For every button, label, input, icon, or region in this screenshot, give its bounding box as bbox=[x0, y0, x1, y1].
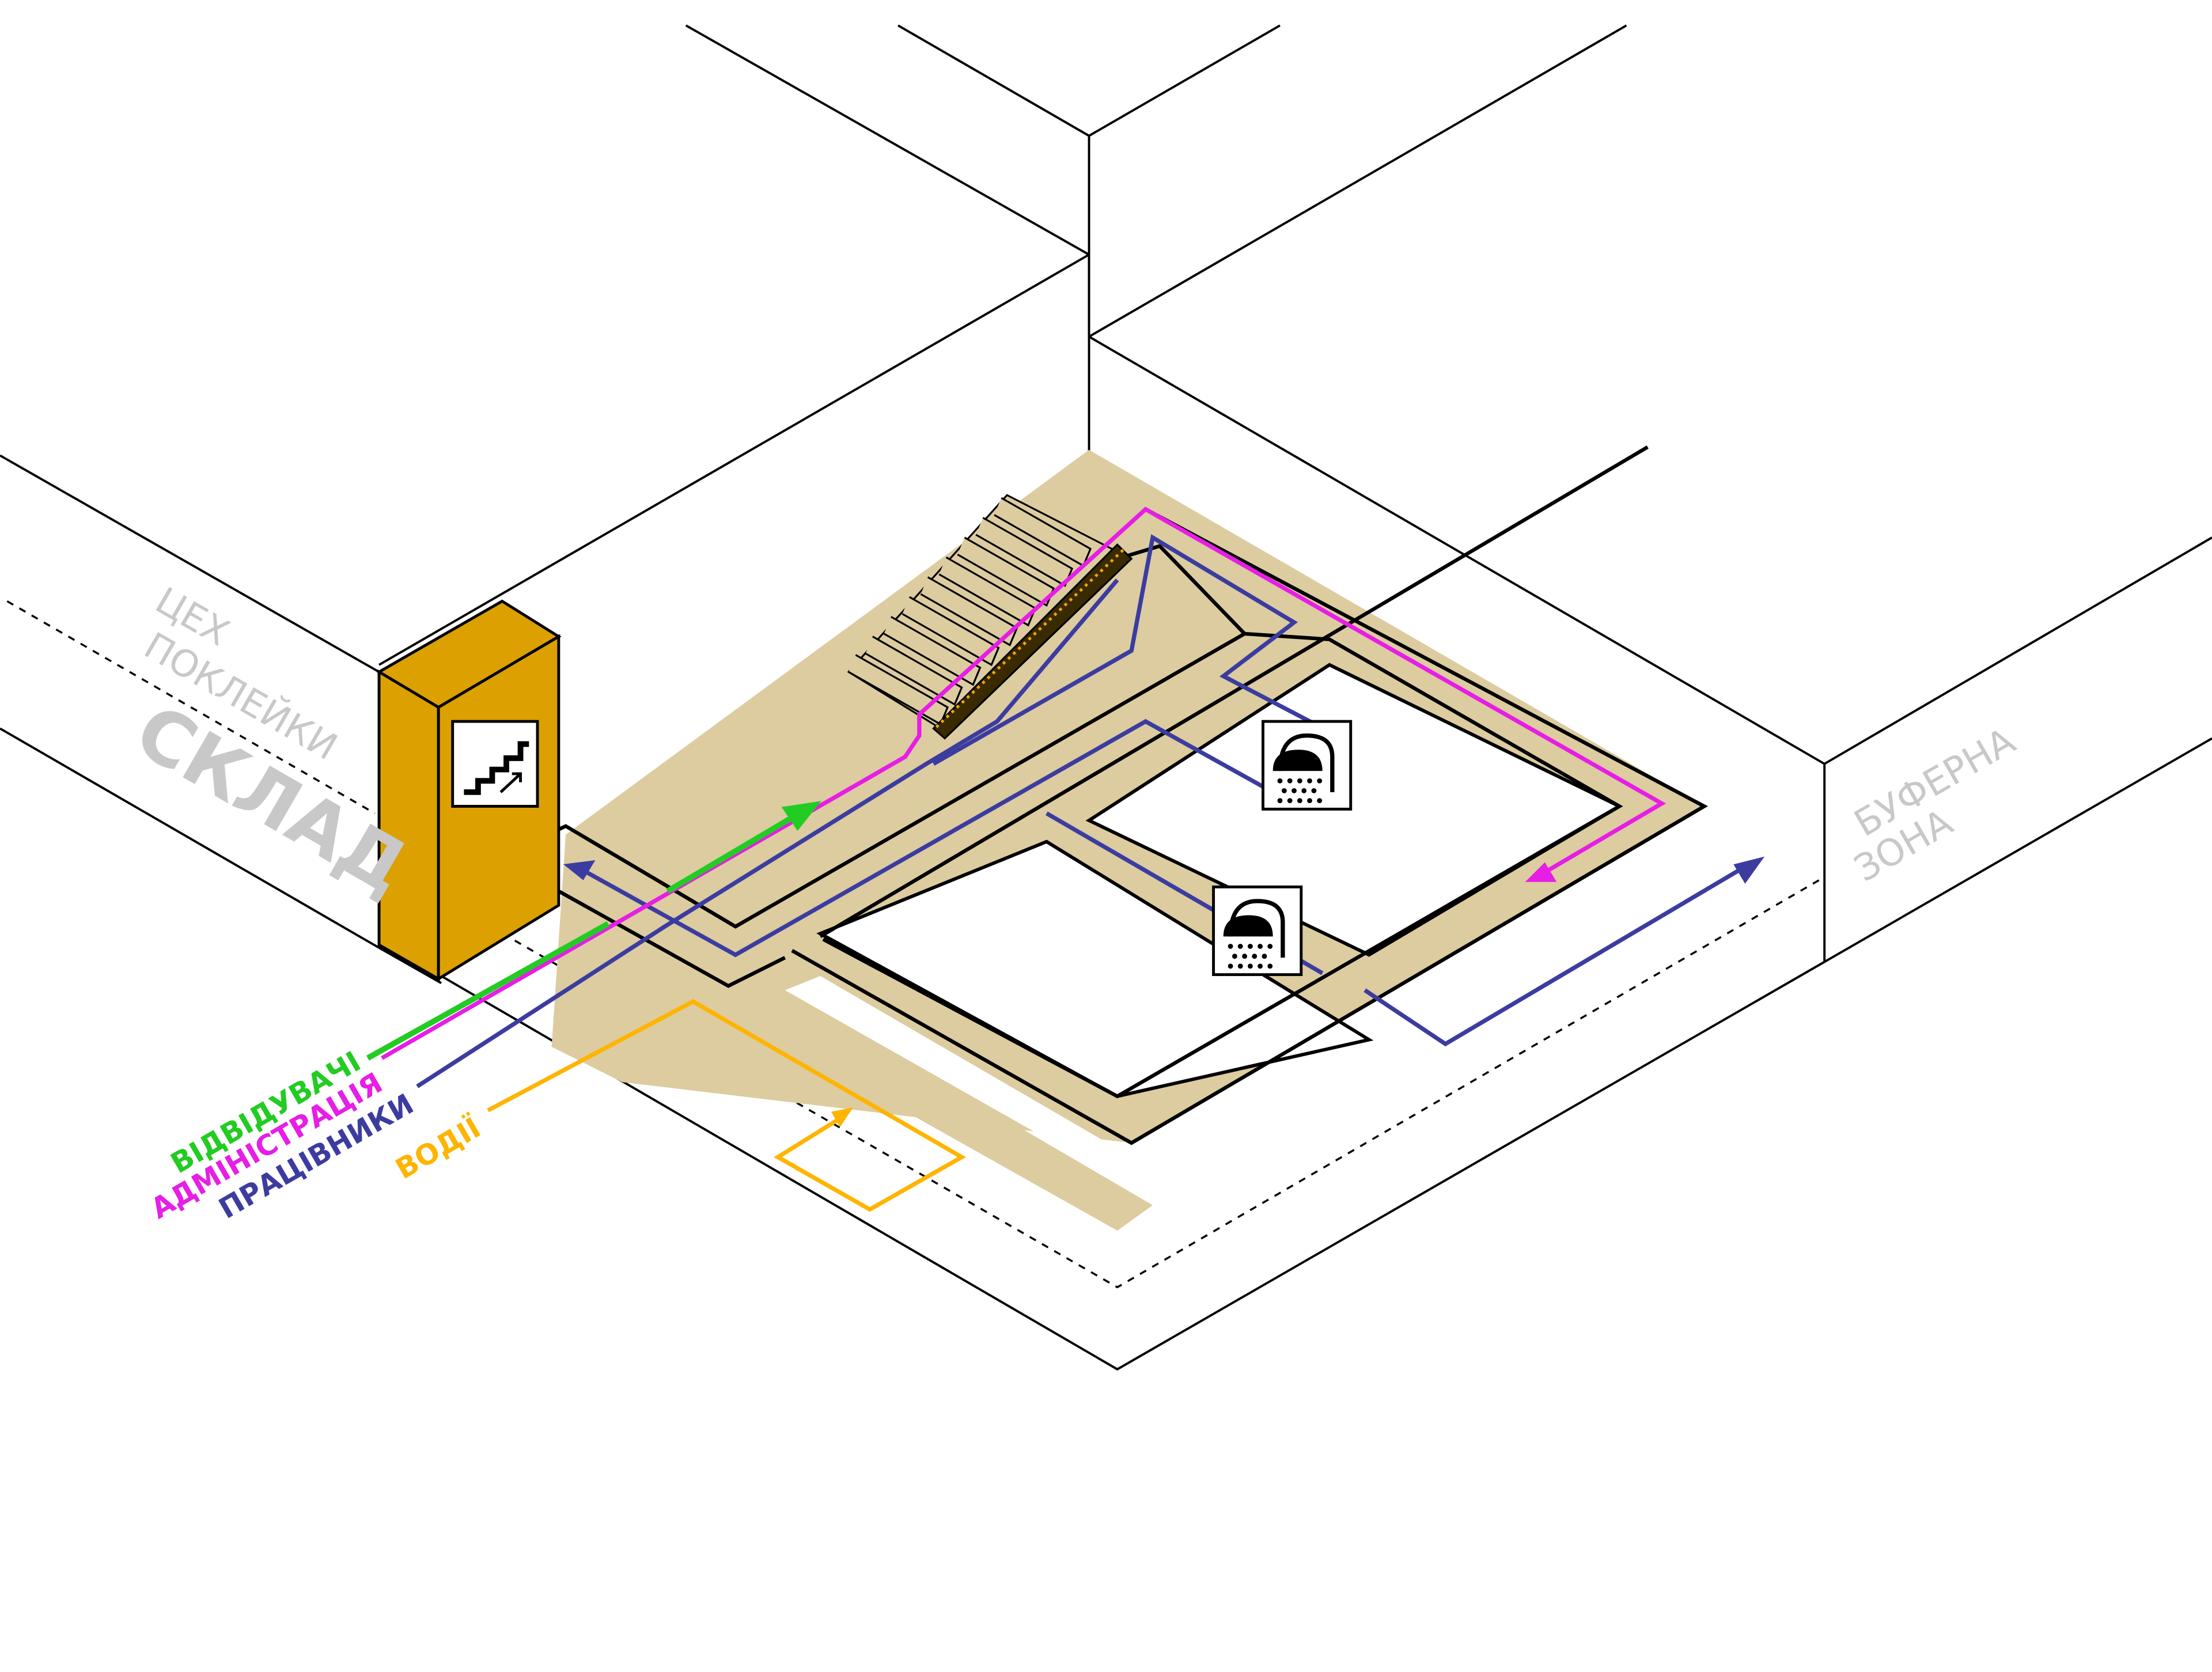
building-outline bbox=[0, 24, 2212, 1371]
shower-icon bbox=[1212, 885, 1303, 977]
legend: ВІДВІДУВАЧІ АДМІНІСТРАЦІЯ ПРАЦІВНИКИ ВОД… bbox=[145, 1045, 486, 1225]
shower-icon bbox=[1262, 720, 1353, 811]
corridor-outlines bbox=[497, 445, 1709, 1145]
stair-tower bbox=[376, 599, 562, 982]
route-visitors bbox=[366, 801, 821, 1061]
stairs bbox=[847, 494, 1133, 740]
route-administration bbox=[381, 506, 1666, 1060]
room-left-strip bbox=[785, 976, 1118, 1163]
route-drivers bbox=[487, 999, 966, 1212]
floor-lower-corridor bbox=[735, 990, 1153, 1231]
